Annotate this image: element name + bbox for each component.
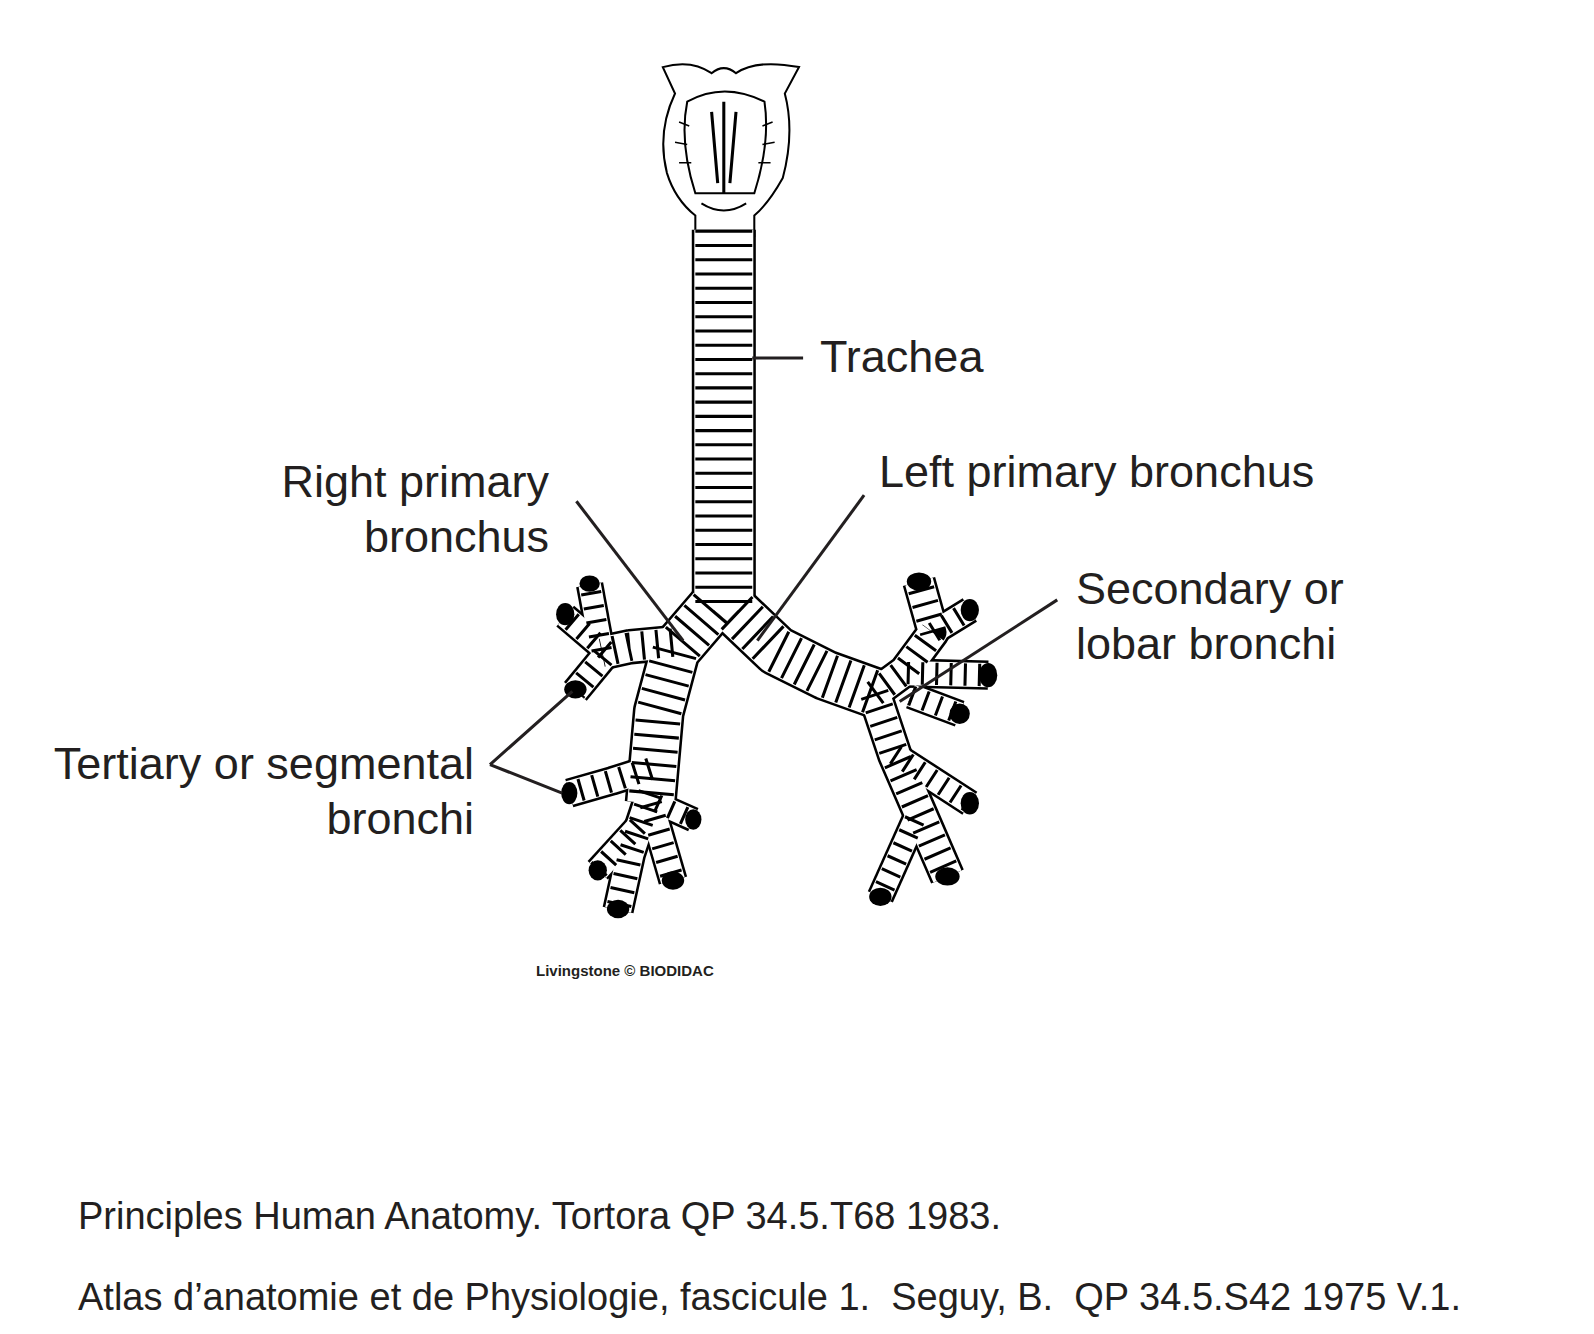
airway-segment [880, 820, 915, 897]
credit-watermark: Livingstone © BIODIDAC [536, 962, 714, 980]
leader-lines [490, 358, 1057, 793]
airway-segment [880, 820, 915, 897]
reference-citation: Principles Human Anatomy. Tortora QP 34.… [78, 1193, 1001, 1239]
structure-label: Left primary bronchus [879, 445, 1439, 500]
airway-segment [874, 582, 933, 694]
airway-segment [602, 643, 673, 653]
airway-segment [569, 769, 650, 793]
bronchus-tips [556, 572, 997, 918]
airway-segment [695, 230, 752, 610]
airway-segment [895, 754, 970, 803]
structure-label: Tertiary or segmental bronchi [4, 737, 474, 847]
airway-segment [692, 230, 756, 610]
airway-segment [895, 754, 970, 803]
airway-segment [694, 230, 753, 610]
structure-label: Trachea [820, 330, 1120, 385]
airway-segment [590, 585, 602, 651]
structure-label: Right primary bronchus [229, 455, 549, 565]
reference-citation: Atlas d’anatomie et de Physiologie, fasc… [78, 1274, 1461, 1320]
structure-label: Secondary or lobar bronchi [1076, 562, 1396, 672]
larynx [663, 64, 799, 236]
airway-segment [736, 612, 876, 693]
airway-segment [736, 612, 876, 693]
airway-segment [880, 820, 915, 897]
airway-segment [736, 612, 876, 693]
airway-segment [907, 673, 988, 675]
